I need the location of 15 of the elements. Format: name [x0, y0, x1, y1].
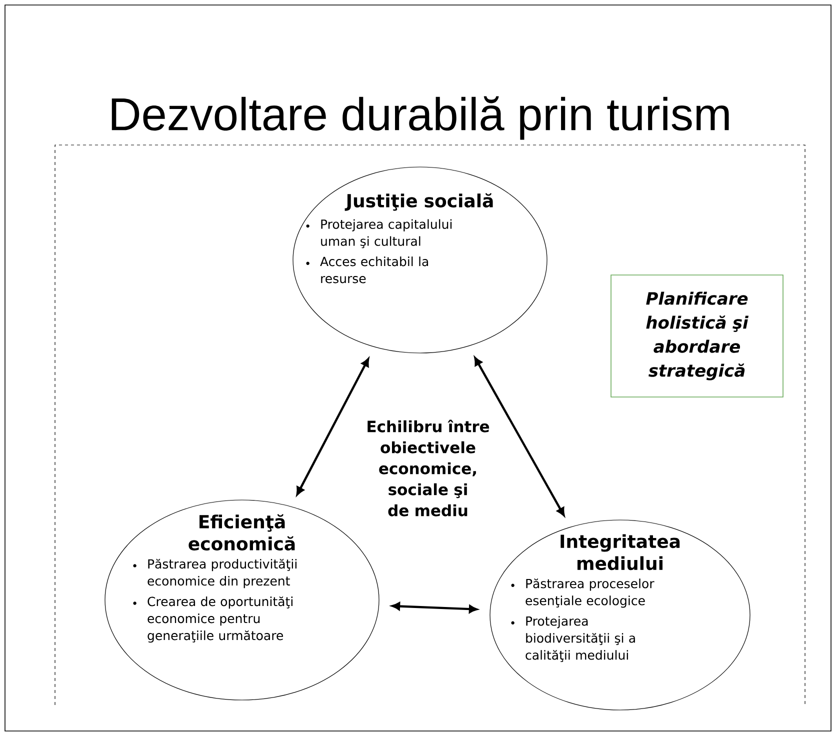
center-text: Echilibru între obiectivele economice, sociale şi de mediu — [368, 420, 490, 516]
bullet-item: Protejarea biodiversităţii şi a calităţii mediului — [511, 616, 635, 662]
bullet-item: Crearea de oportunităţi economice pentru generaţiile următoare — [133, 596, 292, 643]
text-box: Planificare holistică şi abordare strategică — [610, 274, 784, 398]
double-arrow — [474, 357, 565, 516]
heading: Eficienţă economică — [188, 514, 295, 550]
heading: Justiţie socială — [344, 193, 493, 211]
bullet-item: Acces echitabil la resurse — [306, 256, 428, 284]
bullet-item: Păstrarea proceselor esenţiale ecologice — [511, 578, 654, 608]
double-arrow — [296, 358, 370, 496]
bullet-item: Protejarea capitalului uman şi cultural — [306, 219, 452, 248]
double-arrow — [392, 602, 478, 614]
heading: Integritatea mediului — [560, 534, 680, 570]
bullet-item: Păstrarea productivităţii economice din prezent — [133, 558, 296, 588]
title: Dezvoltare durabilă prin turism — [112, 96, 729, 140]
